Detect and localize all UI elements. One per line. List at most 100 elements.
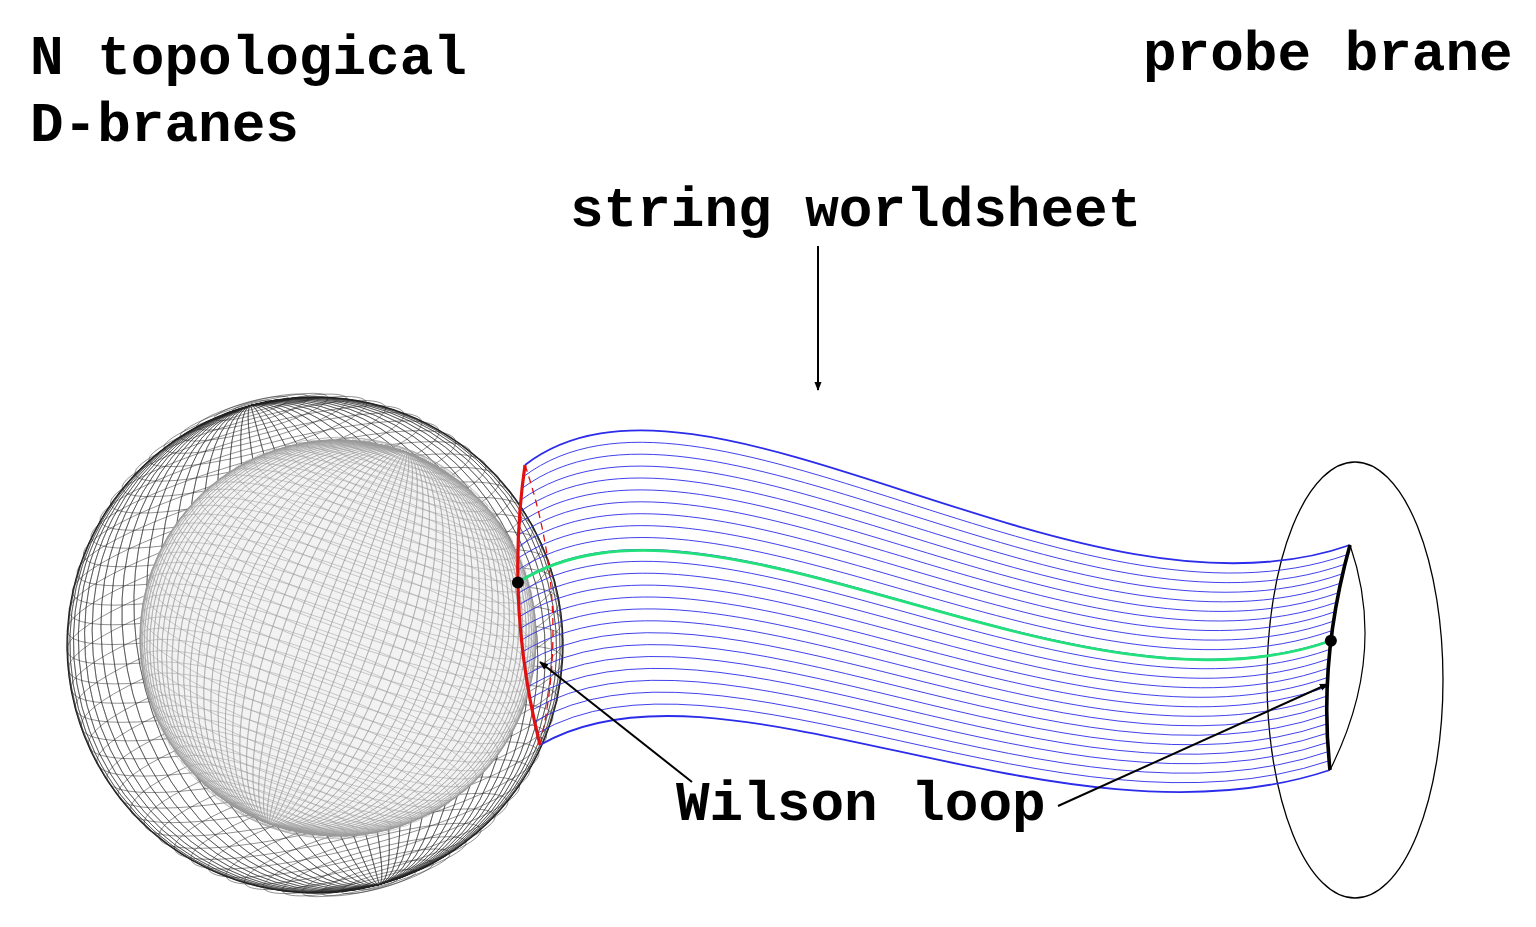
latitude: [173, 481, 547, 672]
meridian: [11, 341, 618, 927]
meridian: [199, 426, 477, 850]
worldsheet-line: [518, 514, 1335, 631]
latitude: [166, 489, 547, 684]
latitude: [209, 780, 340, 847]
wilson-loop-back: [1330, 545, 1365, 770]
sphere-outline: [84, 384, 592, 892]
worldsheet-line: [526, 645, 1327, 736]
meridian: [91, 387, 584, 889]
meridian: [199, 426, 477, 850]
latitude: [216, 448, 539, 613]
sphere-outline: [11, 341, 618, 927]
latitude: [183, 752, 375, 850]
meridian: [29, 346, 600, 927]
meridian: [12, 341, 618, 927]
worldsheet-line: [518, 561, 1330, 668]
latitude: [154, 507, 545, 707]
endpoint-dot: [512, 577, 524, 589]
latitude: [200, 771, 352, 848]
latitude: [181, 473, 547, 660]
worldsheet-line: [525, 430, 1350, 563]
meridian: [103, 391, 574, 885]
meridian: [103, 391, 574, 885]
meridian: [132, 401, 545, 874]
latitude: [191, 762, 363, 850]
worldsheet-line: [519, 585, 1328, 688]
meridian: [107, 393, 568, 884]
latitude: [129, 604, 503, 795]
latitude: [155, 709, 419, 844]
wilson-loop: [1327, 545, 1350, 770]
worldsheet-line: [523, 442, 1347, 573]
latitude: [149, 517, 543, 718]
meridian: [85, 385, 590, 892]
latitude: [130, 581, 517, 778]
leader-arrow: [540, 662, 692, 782]
meridian: [12, 341, 618, 927]
meridian: [107, 393, 568, 884]
meridian: [113, 395, 564, 882]
latitude: [176, 384, 331, 450]
probe-brane: [1267, 462, 1443, 898]
brane-label: probe brane: [1143, 22, 1513, 89]
latitude: [129, 592, 510, 787]
latitude: [228, 797, 316, 842]
latitude: [256, 432, 520, 567]
meridian: [132, 401, 545, 874]
latitude: [206, 453, 542, 624]
worldsheet-line: [519, 573, 1329, 678]
string-line: [518, 550, 1331, 660]
meridian: [14, 342, 616, 927]
sphere-wireframe: [83, 381, 593, 895]
sphere-wireframe: [10, 337, 620, 927]
latitude: [168, 731, 397, 848]
latitude: [372, 438, 438, 472]
meridian: [125, 399, 551, 877]
meridian: [98, 389, 577, 886]
meridian: [89, 386, 587, 890]
meridian: [163, 413, 514, 863]
latitude: [189, 466, 546, 648]
latitude: [339, 865, 418, 899]
latitude: [298, 840, 453, 906]
meridian: [139, 404, 538, 872]
meridian: [190, 423, 487, 854]
meridian: [154, 410, 521, 867]
meridian: [87, 385, 589, 891]
meridian: [98, 389, 577, 886]
latitude: [140, 537, 536, 739]
meridian: [23, 344, 607, 927]
leader-arrow: [817, 246, 819, 390]
endpoint-dot: [1325, 635, 1337, 647]
meridian: [146, 407, 529, 869]
meridian: [29, 346, 600, 927]
latitude: [238, 804, 304, 838]
worldsheet-line: [530, 668, 1327, 754]
meridian: [190, 423, 487, 854]
worldsheet-line: [520, 478, 1341, 602]
meridian: [85, 384, 592, 891]
meridian: [154, 410, 521, 867]
meridian: [113, 395, 564, 882]
meridian: [87, 385, 589, 891]
latitude: [267, 429, 514, 555]
latitude: [319, 853, 436, 903]
brane-label: N topological D-branes: [30, 26, 500, 160]
latitude: [360, 434, 448, 479]
latitude: [218, 789, 328, 845]
worldsheet-line: [518, 549, 1331, 659]
meridian: [95, 388, 582, 888]
wilson-loop: [518, 465, 540, 745]
latitude: [136, 547, 532, 749]
latitude: [133, 558, 527, 759]
latitude: [145, 687, 441, 838]
latitude: [259, 818, 281, 829]
latitude: [278, 825, 470, 907]
worldsheet-line: [521, 609, 1327, 707]
meridian: [18, 343, 612, 927]
latitude: [129, 616, 495, 803]
meridian: [180, 419, 495, 857]
meridian: [85, 384, 592, 891]
latitude: [279, 428, 508, 545]
meridian: [37, 348, 592, 927]
